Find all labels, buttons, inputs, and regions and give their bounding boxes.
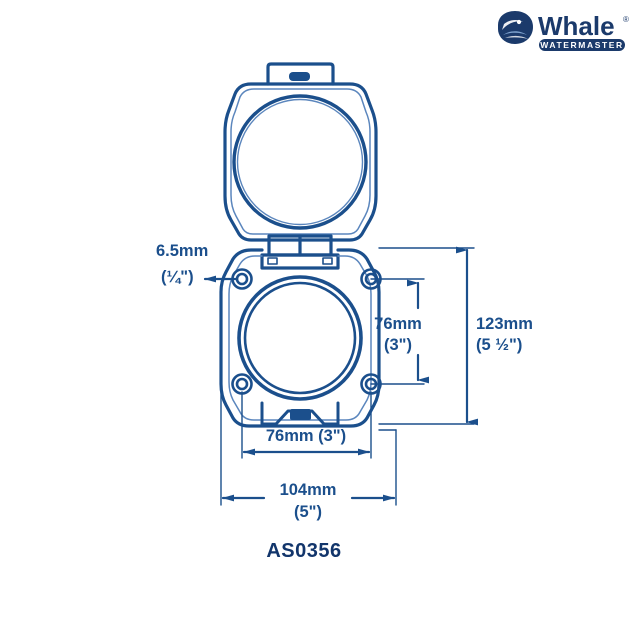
latch-tab [290, 409, 311, 420]
dim-aperture-height-imperial-label: (3") [384, 336, 412, 354]
lid-top-tab [266, 62, 335, 86]
lid-inner-outline [230, 88, 371, 235]
socket-outer-ring [237, 275, 363, 401]
dim-aperture-height [370, 278, 429, 385]
dim-screw-hole-metric-label: 6.5mm [156, 242, 208, 260]
logo-tagline: WATERMASTER [540, 40, 624, 50]
part-number-label: AS0356 [266, 540, 341, 562]
whale-mark-icon [498, 11, 533, 44]
dim-overall-width-imperial-label: (5") [294, 503, 322, 521]
hinge-barrel [260, 253, 340, 270]
dim-overall-width-metric-label: 104mm [280, 481, 337, 499]
socket-inner-ring [243, 281, 357, 395]
hinged-lid-assembly [223, 62, 378, 242]
dim-aperture-width-label: 76mm (3") [266, 427, 346, 445]
whale-logo: Whale ® WATERMASTER [492, 8, 632, 56]
dim-aperture-height-metric-label: 76mm [374, 315, 422, 333]
dim-overall-height-metric-label: 123mm [476, 315, 533, 333]
hinge-block [260, 234, 340, 270]
dim-overall-height [378, 246, 478, 426]
tagline-bar [539, 39, 625, 51]
hinge-pin-right [322, 257, 333, 265]
mounting-hole-bottom-left [231, 373, 253, 395]
base-latch-detail [260, 401, 340, 426]
dim-overall-height-imperial-label: (5 ½") [476, 336, 522, 354]
lid-seal-circle-inner [236, 98, 364, 226]
lid-seal-circle [232, 94, 368, 230]
socket-base-assembly [219, 248, 382, 428]
dim-aperture-width [241, 391, 372, 459]
hinge-pin-left [267, 257, 278, 265]
lid-outer-body [223, 82, 378, 242]
registered-mark: ® [623, 15, 629, 24]
lid-tab-slot [289, 72, 310, 81]
logo-wordmark: Whale [538, 11, 615, 41]
dim-screw-hole-imperial-label: (¼") [161, 268, 194, 286]
dim-overall-width [220, 391, 397, 506]
